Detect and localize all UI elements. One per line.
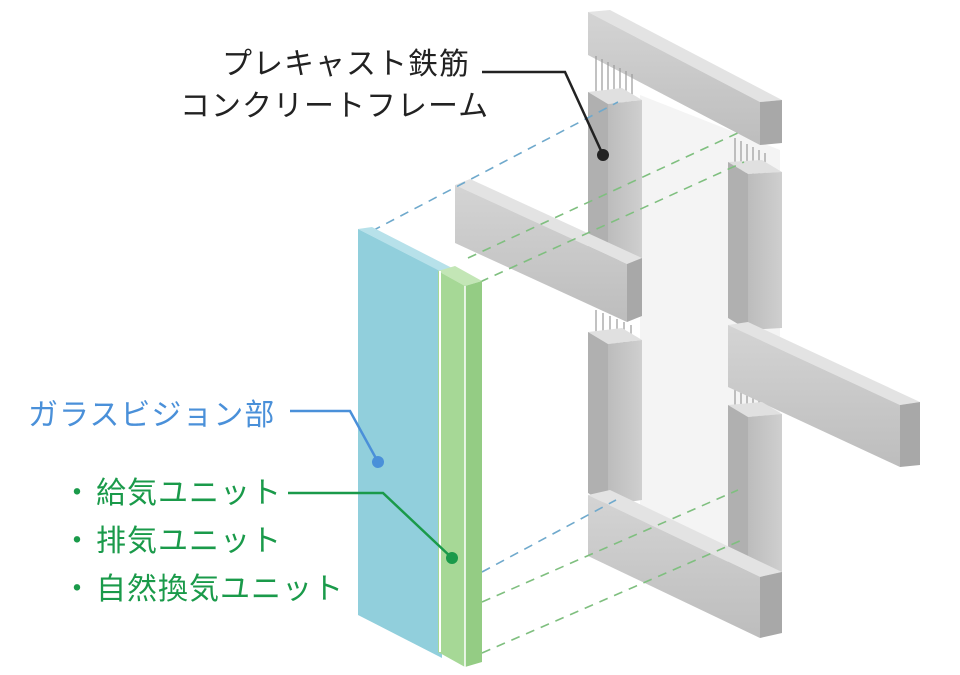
top-beam	[588, 10, 782, 145]
units-label-list: ・給気ユニット ・排気ユニット ・自然換気ユニット	[62, 470, 344, 614]
bullet: ・	[62, 476, 93, 511]
frame-label-line1: プレキャスト鉄筋	[222, 47, 470, 82]
unit-label: 排気ユニット	[96, 524, 282, 559]
ventilation-unit-panel	[438, 266, 482, 667]
right-middle-beam	[728, 322, 920, 467]
bottom-beam	[588, 490, 782, 638]
unit-label: 給気ユニット	[96, 476, 282, 511]
left-upper-column	[588, 88, 642, 262]
unit-item-supply: ・給気ユニット	[62, 470, 344, 518]
frame-label-line2: コンクリートフレーム	[180, 89, 490, 124]
unit-label: 自然換気ユニット	[96, 572, 344, 607]
unit-projection-lines	[467, 131, 745, 654]
leader-glass	[290, 409, 384, 468]
unit-item-natural: ・自然換気ユニット	[62, 566, 344, 614]
bullet: ・	[62, 572, 93, 607]
right-upper-column	[728, 160, 782, 330]
unit-item-exhaust: ・排気ユニット	[62, 518, 344, 566]
leader-units	[288, 491, 458, 564]
glass-vision-panel	[358, 227, 456, 658]
leader-frame	[482, 70, 609, 161]
glass-label: ガラスビジョン部	[28, 398, 276, 433]
glass-projection-lines	[371, 101, 619, 573]
bullet: ・	[62, 524, 93, 559]
left-lower-column	[588, 328, 642, 505]
frame-label: プレキャスト鉄筋 コンクリートフレーム	[180, 44, 490, 128]
right-lower-column	[728, 402, 782, 580]
